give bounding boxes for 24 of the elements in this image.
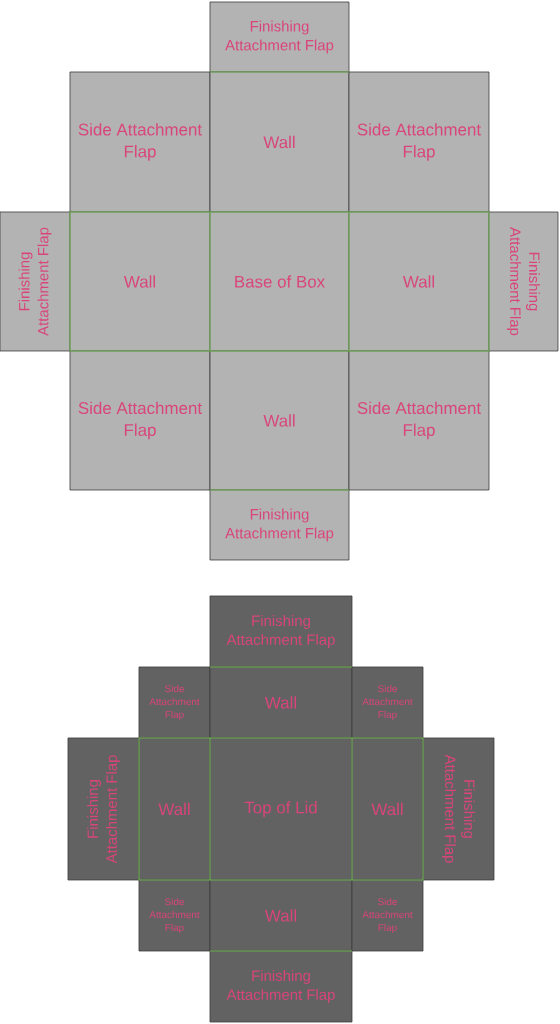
panel-box: Wall	[209, 666, 353, 739]
panel-box: Finishing Attachment Flap	[0, 211, 71, 352]
panel-box: Side Attachment Flap	[138, 879, 211, 952]
panel-box: Finishing Attachment Flap	[67, 737, 140, 881]
panel-box: Finishing Attachment Flap	[209, 1, 350, 73]
panel-box: Side Attachment Flap	[351, 666, 424, 739]
panel-box: Wall	[209, 879, 353, 952]
panel-box: Top of Lid	[209, 737, 353, 881]
panel-box: Side Attachment Flap	[348, 350, 490, 491]
panel-box: Side Attachment Flap	[69, 350, 211, 491]
panel-box: Side Attachment Flap	[138, 666, 211, 739]
panel-box: Finishing Attachment Flap	[209, 950, 353, 1023]
panel-box: Finishing Attachment Flap	[422, 737, 495, 881]
panel-box: Side Attachment Flap	[69, 71, 211, 213]
panel-box: Wall	[209, 350, 350, 491]
panel-box: Wall	[351, 737, 424, 881]
panel-box: Side Attachment Flap	[348, 71, 490, 213]
panel-box: Base of Box	[209, 211, 350, 352]
panel-box: Side Attachment Flap	[351, 879, 424, 952]
panel-box: Finishing Attachment Flap	[209, 595, 353, 668]
panel-box: Finishing Attachment Flap	[209, 489, 350, 561]
panel-box: Finishing Attachment Flap	[488, 211, 559, 352]
panel-box: Wall	[138, 737, 211, 881]
panel-box: Wall	[209, 71, 350, 213]
